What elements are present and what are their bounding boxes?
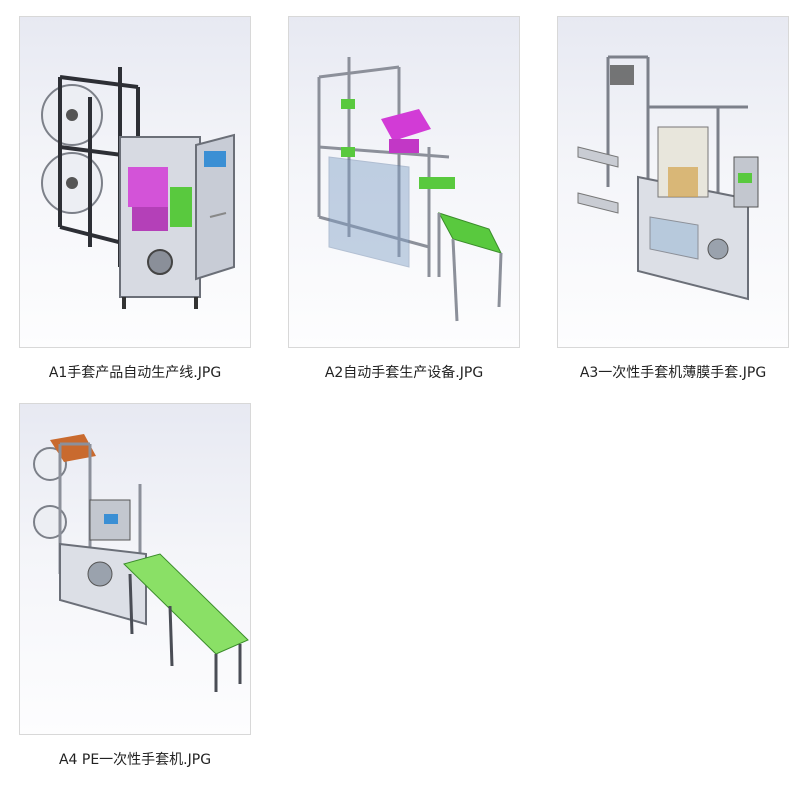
- machine-image-a1: [41, 67, 235, 309]
- file-name-a3[interactable]: A3一次性手套机薄膜手套.JPG: [579, 365, 767, 381]
- file-thumbnail-a4[interactable]: [19, 403, 251, 735]
- file-item-a1[interactable]: A1手套产品自动生产线.JPG: [19, 16, 255, 382]
- file-name-a2[interactable]: A2自动手套生产设备.JPG: [324, 365, 484, 381]
- file-name-a1[interactable]: A1手套产品自动生产线.JPG: [48, 365, 222, 381]
- machine-image-a4: [33, 434, 249, 692]
- file-thumbnail-a2[interactable]: [288, 16, 520, 348]
- file-item-a2[interactable]: A2自动手套生产设备.JPG: [288, 16, 524, 382]
- file-item-a3[interactable]: A3一次性手套机薄膜手套.JPG: [557, 16, 793, 382]
- machine-image-a2: [317, 57, 503, 322]
- file-thumbnail-a3[interactable]: [557, 16, 789, 348]
- file-item-a4[interactable]: A4 PE一次性手套机.JPG: [19, 403, 255, 769]
- file-thumbnail-a1[interactable]: [19, 16, 251, 348]
- machine-image-a3: [577, 55, 759, 301]
- file-name-a4[interactable]: A4 PE一次性手套机.JPG: [58, 752, 212, 768]
